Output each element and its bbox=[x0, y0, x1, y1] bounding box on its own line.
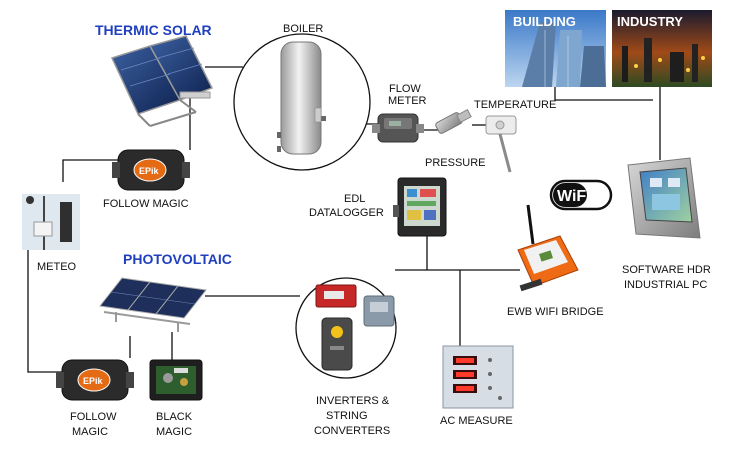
flow-meter-label-line1: FLOW bbox=[389, 83, 421, 95]
ac-measure-device bbox=[442, 345, 514, 409]
thermic-solar-collector bbox=[110, 35, 214, 127]
inverters-group bbox=[295, 277, 397, 379]
edl-label-line1: EDL bbox=[344, 193, 365, 205]
follow-magic-bottom-device: EPik bbox=[56, 359, 134, 401]
pressure-sensor bbox=[435, 108, 472, 134]
software-label-line2: INDUSTRIAL PC bbox=[624, 279, 707, 291]
ewb-label: EWB WIFI BRIDGE bbox=[507, 306, 604, 318]
building-photo: BUILDING bbox=[505, 10, 606, 87]
black-magic-device bbox=[149, 359, 203, 401]
follow-magic-top-device: EPik bbox=[112, 149, 190, 191]
boiler-device bbox=[233, 33, 371, 171]
black-magic-label-line2: MAGIC bbox=[156, 426, 192, 438]
inverters-label-line1: INVERTERS & bbox=[316, 395, 390, 407]
follow-magic-top-label: FOLLOW MAGIC bbox=[103, 198, 189, 210]
photovoltaic-panels bbox=[99, 277, 207, 332]
follow-magic-bottom-label-line2: MAGIC bbox=[72, 426, 108, 438]
wifi-logo-text: WiFi bbox=[557, 188, 591, 205]
software-label-line1: SOFTWARE HDR bbox=[622, 264, 711, 276]
follow-magic-bottom-label-line1: FOLLOW bbox=[70, 411, 117, 423]
inverters-label-line2: STRING bbox=[326, 410, 368, 422]
temperature-sensor bbox=[485, 115, 517, 173]
ewb-wifi-bridge-device bbox=[517, 204, 579, 292]
edl-datalogger-device bbox=[393, 177, 447, 237]
industry-photo-label: INDUSTRY bbox=[617, 14, 683, 29]
pressure-label: PRESSURE bbox=[425, 157, 486, 169]
temperature-label: TEMPERATURE bbox=[474, 99, 556, 111]
connection-wires bbox=[27, 66, 661, 373]
inverters-label-line3: CONVERTERS bbox=[314, 425, 390, 437]
industrial-pc-device bbox=[627, 157, 701, 239]
building-photo-label: BUILDING bbox=[513, 14, 576, 29]
follow-magic-bottom-logo: EPik bbox=[83, 376, 104, 386]
ac-measure-label: AC MEASURE bbox=[440, 415, 513, 427]
black-magic-label-line1: BLACK bbox=[156, 411, 193, 423]
follow-magic-top-logo: EPik bbox=[139, 166, 160, 176]
meteo-station-device bbox=[22, 194, 80, 250]
industry-photo: INDUSTRY bbox=[612, 10, 712, 87]
edl-label-line2: DATALOGGER bbox=[309, 207, 384, 219]
meteo-label: METEO bbox=[37, 261, 77, 273]
wifi-logo: WiFi bbox=[549, 179, 613, 211]
thermic-solar-title: THERMIC SOLAR bbox=[95, 22, 212, 38]
boiler-label: BOILER bbox=[283, 23, 323, 35]
photovoltaic-title: PHOTOVOLTAIC bbox=[123, 251, 232, 267]
flow-meter-device bbox=[372, 113, 424, 143]
flow-meter-label-line2: METER bbox=[388, 95, 427, 107]
